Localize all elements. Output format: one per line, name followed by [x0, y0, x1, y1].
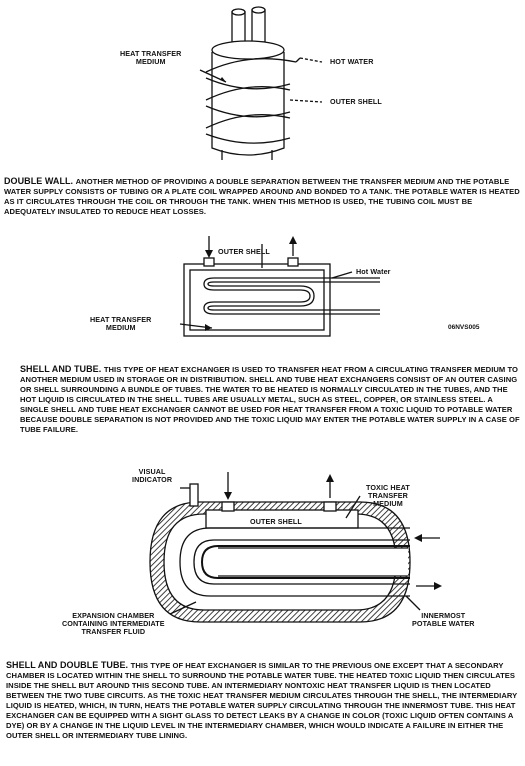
shell-and-tube-text: THIS TYPE OF HEAT EXCHANGER IS USED TO T…: [20, 365, 520, 434]
double-wall-paragraph: DOUBLE WALL. ANOTHER METHOD OF PROVIDING…: [4, 176, 520, 217]
innermost-potable-water-label: INNERMOST POTABLE WATER: [412, 611, 475, 628]
shell-and-tube-figure: OUTER SHELL Hot Water HEAT TRANSFER MEDI…: [0, 232, 525, 352]
shell-and-double-tube-heading: SHELL AND DOUBLE TUBE.: [6, 660, 131, 670]
shell-and-double-tube-paragraph: SHELL AND DOUBLE TUBE. THIS TYPE OF HEAT…: [6, 660, 520, 741]
outer-shell-label: OUTER SHELL: [250, 517, 302, 526]
double-wall-figure: HEAT TRANSFER MEDIUM HOT WATER OUTER SHE…: [0, 0, 525, 160]
figure-code: 06NVS005: [448, 324, 480, 331]
double-wall-tank-drawing: [199, 6, 323, 160]
outer-shell-label: OUTER SHELL: [330, 97, 382, 106]
heat-transfer-medium-label: HEAT TRANSFER MEDIUM: [120, 49, 182, 66]
double-wall-text: ANOTHER METHOD OF PROVIDING A DOUBLE SEP…: [4, 177, 520, 216]
hot-water-label: HOT WATER: [330, 57, 374, 66]
expansion-chamber-label: EXPANSION CHAMBER CONTAINING INTERMEDIAT…: [62, 611, 165, 636]
double-wall-heading: DOUBLE WALL.: [4, 176, 76, 186]
toxic-heat-transfer-medium-label: TOXIC HEAT TRANSFER MEDIUM: [366, 483, 410, 508]
heat-transfer-medium-label: HEAT TRANSFER MEDIUM: [90, 315, 152, 332]
shell-and-tube-drawing: [179, 236, 380, 337]
hot-water-label: Hot Water: [356, 267, 391, 276]
shell-and-tube-paragraph: SHELL AND TUBE. THIS TYPE OF HEAT EXCHAN…: [20, 364, 520, 435]
shell-and-double-tube-drawing: [149, 472, 442, 623]
visual-indicator-label: VISUAL INDICATOR: [132, 467, 173, 484]
shell-and-tube-heading: SHELL AND TUBE.: [20, 364, 104, 374]
outer-shell-label: OUTER SHELL: [218, 247, 270, 256]
shell-and-double-tube-text: THIS TYPE OF HEAT EXCHANGER IS SIMILAR T…: [6, 661, 518, 740]
shell-and-double-tube-figure: VISUAL INDICATOR TOXIC HEAT TRANSFER MED…: [0, 462, 525, 646]
